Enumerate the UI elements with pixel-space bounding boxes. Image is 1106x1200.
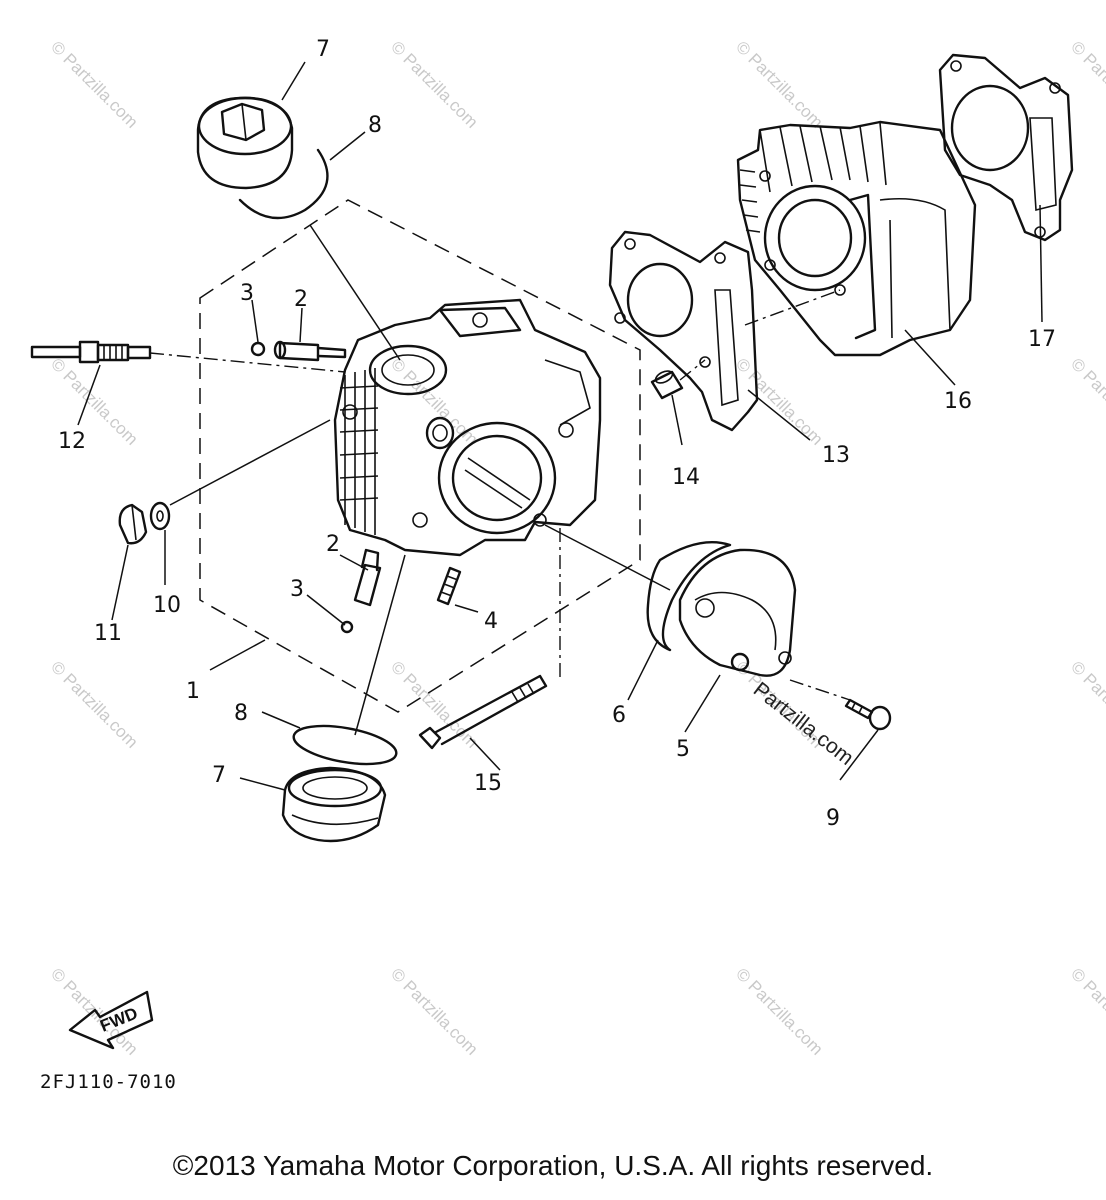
circlip-bottom <box>340 620 354 634</box>
cover-gasket <box>646 541 732 652</box>
callout-label: 2 <box>294 287 308 312</box>
watermark: © Partzilla.com <box>732 354 826 448</box>
callout-label: 6 <box>612 703 626 728</box>
watermark: © Partzilla.com <box>47 37 141 131</box>
tappet-cover-top <box>196 96 294 190</box>
plug-bolt <box>118 503 148 545</box>
watermark: © Partzilla.com <box>1067 37 1106 131</box>
circlip-top <box>250 341 266 357</box>
watermark: © Partzilla.com <box>387 657 481 751</box>
inline-watermark: Partzilla.com <box>749 678 858 770</box>
watermark: © Partzilla.com <box>1067 657 1106 751</box>
assembly-boundary-dashed <box>199 199 641 713</box>
leader-lines <box>77 61 1043 791</box>
cover-screw <box>844 698 892 731</box>
side-cover <box>678 548 797 677</box>
callout-label: 1 <box>186 679 200 704</box>
callout-label: 14 <box>672 465 700 490</box>
cylinder-head <box>333 298 602 557</box>
callout-label: 8 <box>368 113 382 138</box>
diagram-code: 2FJ110-7010 <box>40 1071 177 1093</box>
watermark: © Partzilla.com <box>732 37 826 131</box>
stud-bolt <box>436 566 462 606</box>
dowel-pin <box>650 370 684 400</box>
watermark: © Partzilla.com <box>387 37 481 131</box>
callout-label: 4 <box>484 609 498 634</box>
copyright-notice: ©2013 Yamaha Motor Corporation, U.S.A. A… <box>172 1150 934 1181</box>
watermark: © Partzilla.com <box>47 657 141 751</box>
callout-label: 9 <box>826 806 840 831</box>
callout-label: 10 <box>153 593 181 618</box>
valve-guide-top <box>273 340 347 362</box>
base-gasket <box>938 53 1074 242</box>
callout-label: 8 <box>234 701 248 726</box>
callout-label: 16 <box>944 389 972 414</box>
o-ring-top <box>238 148 329 220</box>
callout-label: 2 <box>326 532 340 557</box>
callout-label: 12 <box>58 429 86 454</box>
callout-label: 3 <box>290 577 304 602</box>
tappet-cover-bottom <box>281 766 387 843</box>
watermark: © Partzilla.com <box>1067 354 1106 448</box>
callout-label: 11 <box>94 621 122 646</box>
sealing-washer <box>149 501 171 531</box>
callout-label: 3 <box>240 281 254 306</box>
callout-label: 13 <box>822 443 850 468</box>
callout-label: 17 <box>1028 327 1056 352</box>
exploded-parts-diagram: © Partzilla.com © Partzilla.com © Partzi… <box>30 37 1106 1093</box>
head-gasket <box>608 230 759 432</box>
callout-label: 7 <box>212 763 226 788</box>
watermark: © Partzilla.com <box>1067 964 1106 1058</box>
watermark: © Partzilla.com <box>387 964 481 1058</box>
spark-plug <box>30 340 152 364</box>
cylinder-block <box>736 120 977 357</box>
o-ring-bottom <box>292 724 398 766</box>
watermark: © Partzilla.com <box>732 964 826 1058</box>
valve-guide-bottom <box>353 548 382 607</box>
callout-numbers: 7 8 3 2 12 10 11 2 3 4 1 8 7 15 6 5 9 14… <box>58 37 1056 831</box>
long-bolt <box>418 674 548 750</box>
callout-label: 5 <box>676 737 690 762</box>
callout-label: 7 <box>316 37 330 62</box>
callout-label: 15 <box>474 771 502 796</box>
watermark-layer: © Partzilla.com © Partzilla.com © Partzi… <box>47 37 1106 1058</box>
